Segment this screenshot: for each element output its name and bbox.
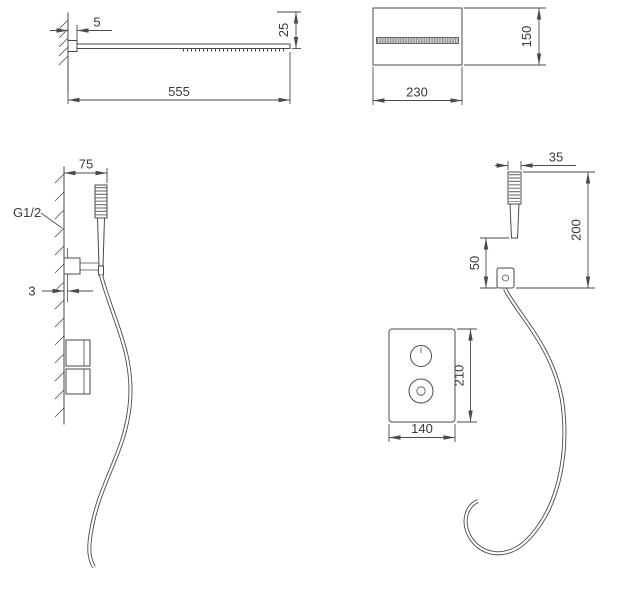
wall-outlet-bracket	[496, 267, 515, 289]
shower-head-body	[372, 7, 463, 66]
dim-label-drop: 25	[276, 23, 291, 37]
view-overhead-shower-front: 150 230	[372, 7, 546, 105]
dim-label-height: 200	[569, 219, 584, 241]
dim-label-width: 140	[411, 421, 433, 436]
dim-label-offset: 5	[93, 15, 100, 30]
dim-label-gap: 50	[467, 256, 482, 270]
wall-hatching	[58, 19, 69, 66]
wall-outlet-elbow	[63, 257, 81, 275]
shower-hose-front	[463, 288, 567, 556]
thread-leader-line	[40, 212, 63, 229]
view-overhead-shower-side: 5 25 555	[50, 11, 301, 104]
dim-label-holder: 75	[79, 157, 93, 172]
shower-arm-and-head	[67, 40, 291, 52]
valve-cartridge-bottom	[65, 368, 91, 395]
dim-label-height: 150	[519, 26, 534, 48]
knob-center-cap	[416, 386, 426, 396]
wall-flange	[67, 40, 78, 52]
control-knob-top	[410, 345, 432, 367]
dim-label-width: 230	[406, 85, 428, 100]
dim-label-height: 210	[452, 365, 467, 387]
valve-plate	[388, 328, 456, 423]
dim-label-length: 555	[168, 84, 190, 99]
control-knob-bottom	[408, 378, 434, 404]
thread-callout: G1/2	[13, 205, 63, 229]
dimension-height: 210	[452, 328, 477, 423]
dimension-length: 555	[67, 52, 291, 104]
hose-nut	[98, 265, 104, 276]
dim-label-width: 35	[549, 150, 563, 165]
dim-label-plate: 3	[28, 284, 35, 299]
dimension-drop: 25	[276, 11, 301, 49]
hand-shower-wand-front	[496, 171, 522, 289]
wall-hatching	[54, 173, 65, 418]
valve-cartridge-top	[65, 339, 91, 367]
view-hand-shower-front: 35 50 200	[463, 150, 595, 556]
dimension-plate: 3	[28, 284, 93, 299]
dimension-width: 140	[388, 421, 456, 442]
dimension-width: 35	[495, 150, 576, 170]
view-mixer-valve-front: 210 140	[388, 328, 477, 442]
hand-shower-wand-side	[63, 184, 108, 276]
dimension-width: 230	[372, 67, 463, 105]
bracket-outlet-hole	[502, 274, 509, 282]
dimension-height: 150	[464, 7, 546, 66]
dimension-holder: 75	[64, 157, 108, 183]
valve-body-side	[65, 339, 91, 395]
dimension-offset: 5	[50, 15, 112, 40]
shower-hose-side	[87, 274, 133, 569]
dimension-height: 200	[516, 171, 595, 289]
spray-band	[376, 37, 459, 44]
view-hand-shower-side: 75 G1/2 3	[13, 157, 133, 569]
wand-handle	[96, 217, 106, 267]
thread-label: G1/2	[13, 205, 41, 220]
wand-handle	[509, 203, 520, 239]
dimension-gap: 50	[467, 237, 509, 289]
wall-section	[58, 12, 69, 92]
